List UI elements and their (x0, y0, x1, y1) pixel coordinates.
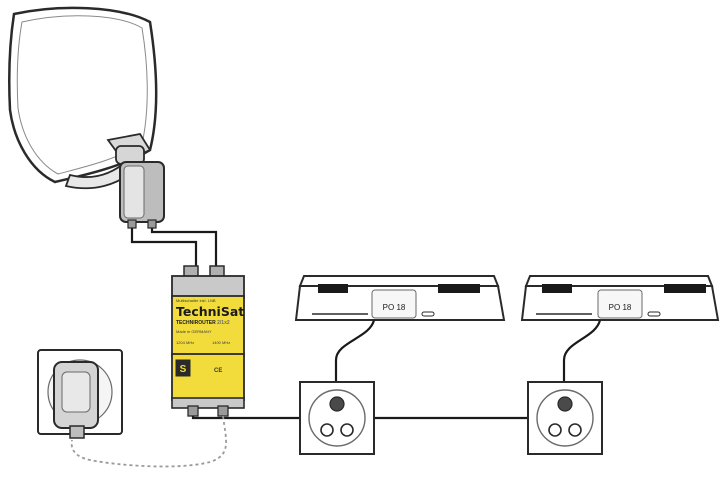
lnb-cables (130, 228, 218, 268)
dish-rim-inner (16, 15, 148, 175)
lnb-cable-2 (150, 228, 218, 268)
router-ce-mark: CE (214, 368, 222, 374)
lnb-cable-1 (130, 228, 198, 268)
wall-socket-1 (299, 381, 375, 455)
receiver-1-display: PO 18 (383, 303, 406, 312)
power-supply (53, 361, 99, 439)
satellite-dish (7, 6, 165, 229)
router-brand: TechniSat (176, 304, 244, 319)
router-subtitle: Multischalter inkl. LNB (176, 298, 216, 303)
lnb (115, 145, 165, 229)
router-freq-high: 1400 MHz (212, 340, 230, 345)
router-made-in: Made in GERMANY (176, 329, 212, 334)
receiver-1-cable (334, 319, 376, 396)
receiver-1: PO 18 (294, 275, 506, 321)
router-to-socket-cable (191, 416, 530, 420)
router-freq-low: 1204 MHz (176, 340, 194, 345)
router-model: TECHNIROUTER 2/1x2 (176, 320, 230, 326)
router-badge (175, 359, 191, 377)
receiver-2: PO 18 (520, 275, 720, 321)
power-cable (70, 415, 227, 468)
router-badge-text: S (180, 364, 187, 375)
technirouter: S Multischalter inkl. LNB TechniSat TECH… (171, 265, 245, 417)
receiver-2-cable (562, 319, 602, 396)
wall-socket-2 (527, 381, 603, 455)
receiver-2-display: PO 18 (609, 303, 632, 312)
